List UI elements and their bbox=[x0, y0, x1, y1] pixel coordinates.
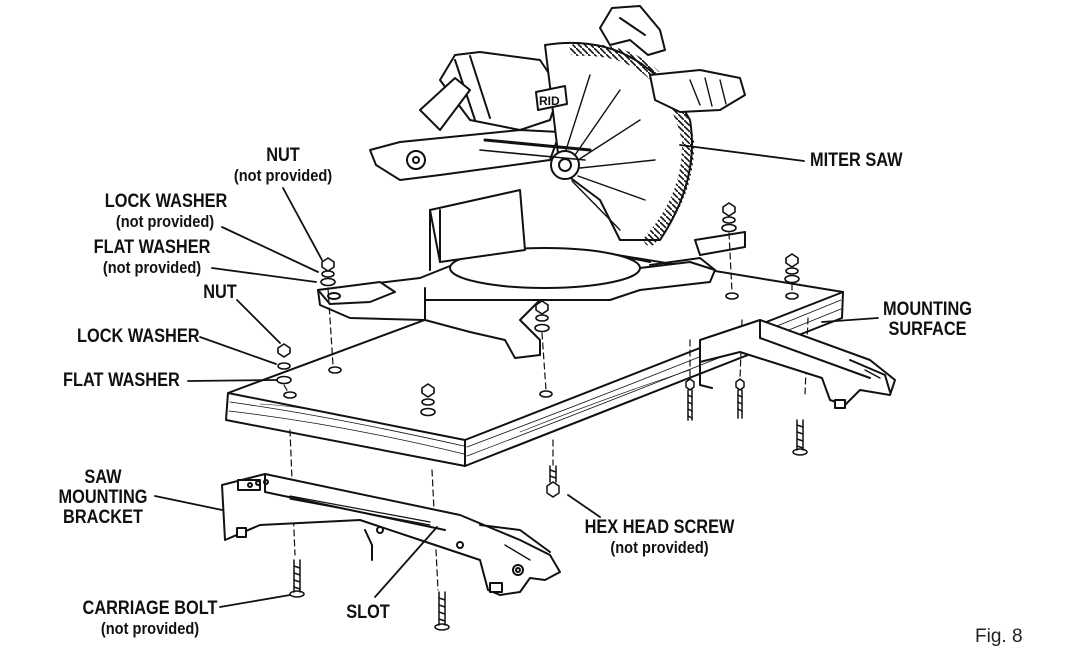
mounting-surface-line1: MOUNTING bbox=[883, 299, 972, 320]
alignment-lines bbox=[283, 232, 809, 591]
slot-label: SLOT bbox=[346, 602, 390, 623]
bracket-line2: MOUNTING bbox=[58, 487, 148, 508]
nut-top-label: NUT (not provided) bbox=[227, 146, 339, 186]
lock-washer-top-label: LOCK WASHER (not provided) bbox=[104, 191, 228, 232]
back-mounting-bracket bbox=[699, 319, 896, 409]
saw-mounting-bracket-label: SAW MOUNTING BRACKET bbox=[56, 468, 151, 528]
carriage-bolt-note: (not provided) bbox=[100, 619, 200, 638]
board-holes bbox=[283, 292, 799, 399]
mounting-surface-label: MOUNTING SURFACE bbox=[878, 300, 977, 340]
flat-washer-label: FLAT WASHER bbox=[63, 370, 180, 391]
figure-number: Fig. 8 bbox=[975, 626, 1023, 647]
hex-head-screw-label: HEX HEAD SCREW (not provided) bbox=[584, 518, 735, 558]
hex-head-screw-title: HEX HEAD SCREW bbox=[584, 517, 735, 538]
lock-washer-top-title: LOCK WASHER bbox=[104, 191, 228, 212]
saw-logo: RID bbox=[539, 94, 560, 108]
top-fasteners bbox=[276, 202, 800, 417]
hex-head-screw bbox=[546, 465, 560, 498]
lock-washer-label: LOCK WASHER bbox=[77, 326, 200, 347]
flat-washer-top-note: (not provided) bbox=[102, 258, 202, 277]
mounting-surface-line2: SURFACE bbox=[888, 319, 967, 340]
hex-head-screw-note: (not provided) bbox=[610, 538, 709, 557]
back-screws bbox=[685, 378, 808, 456]
carriage-bolt-label: CARRIAGE BOLT (not provided) bbox=[81, 599, 219, 639]
nut-label: NUT bbox=[203, 282, 237, 303]
flat-washer-top-title: FLAT WASHER bbox=[93, 237, 211, 258]
leader-lines bbox=[154, 144, 879, 608]
front-mounting-bracket bbox=[221, 473, 561, 596]
miter-saw: RID bbox=[317, 5, 746, 359]
carriage-bolts bbox=[289, 559, 450, 631]
bracket-line3: BRACKET bbox=[63, 507, 143, 528]
nut-top-title: NUT bbox=[266, 145, 300, 166]
lock-washer-top-note: (not provided) bbox=[115, 212, 215, 231]
bracket-line1: SAW bbox=[84, 467, 122, 488]
carriage-bolt-title: CARRIAGE BOLT bbox=[82, 598, 218, 619]
flat-washer-top-label: FLAT WASHER (not provided) bbox=[92, 238, 212, 278]
nut-top-note: (not provided) bbox=[233, 166, 333, 185]
miter-saw-label: MITER SAW bbox=[810, 150, 903, 171]
